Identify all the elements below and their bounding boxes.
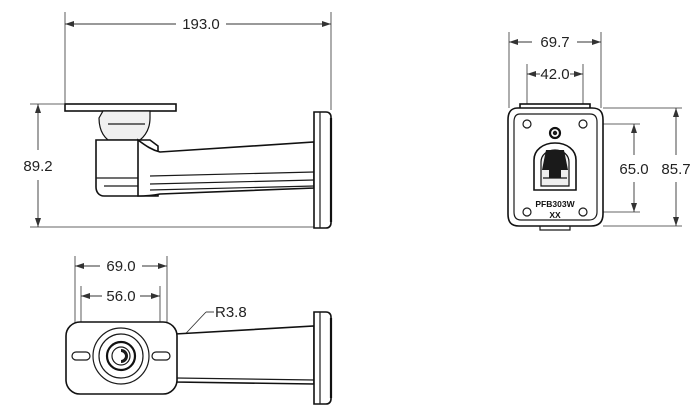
front-center-hole [548,126,562,140]
front-width-dimension: 69.7 [508,32,602,108]
front-height-dimension: 85.7 [603,107,691,227]
side-view: 193.0 89.2 [23,12,333,229]
side-wall-plate [313,111,332,229]
front-hole-top-right [578,119,588,129]
top-arm [174,325,315,385]
top-wall-plate [313,311,332,405]
top-width-label: 69.0 [106,258,135,275]
top-slot-spacing-label: 56.0 [106,288,135,305]
front-width-label: 69.7 [540,34,569,51]
side-height-dimension: 89.2 [23,103,318,228]
top-slot-spacing-dimension: 56.0 [80,286,161,352]
side-length-dimension: 193.0 [64,12,332,110]
slot-radius-label: R3.8 [215,304,247,321]
front-hole-bottom-left [522,207,532,217]
front-suffix-marking: XX [549,210,561,220]
front-hole-height-label: 65.0 [619,161,648,178]
side-height-label: 89.2 [23,158,52,175]
front-model-marking: PFB303W [535,199,575,209]
top-slot-right [151,351,171,361]
top-center-boss-outer [92,327,150,385]
front-hole-bottom-right [578,207,588,217]
side-length-label: 193.0 [182,16,220,33]
front-view: 69.7 42.0 65.0 [507,32,691,231]
side-mount-plate [64,103,177,112]
front-hole-spacing-label: 42.0 [540,66,569,83]
front-height-label: 85.7 [661,161,690,178]
top-view: 69.0 56.0 R3.8 [65,256,333,405]
front-hole-top-left [522,119,532,129]
top-slot-left [71,351,91,361]
side-ball-joint [98,110,151,141]
top-mount-plate [65,321,178,395]
